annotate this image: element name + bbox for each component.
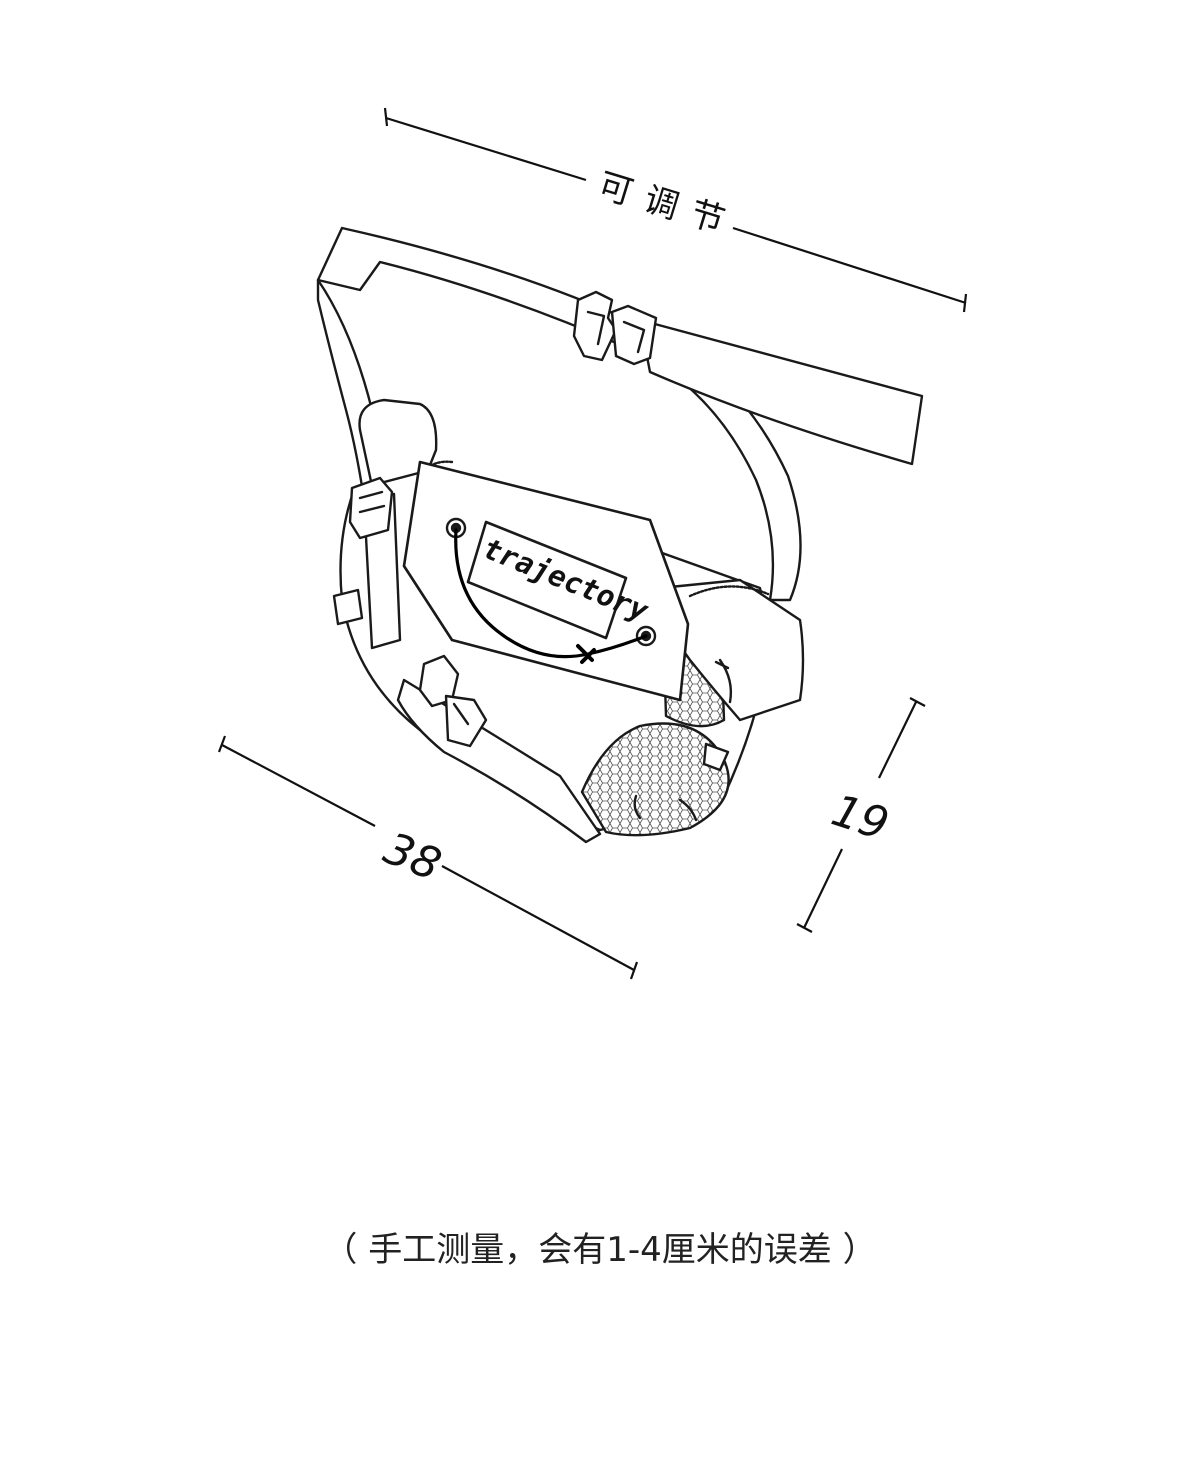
strap-tail <box>638 318 924 466</box>
cord-toggle <box>576 644 596 664</box>
strap-dimension-line <box>383 107 968 313</box>
tag-patch <box>466 520 628 640</box>
bag-dimension-diagram: 可调节 38 19 <box>217 107 968 980</box>
zipper-line <box>688 585 770 598</box>
height-19-label: 19 <box>826 785 895 851</box>
strap-buckle <box>572 290 658 366</box>
strap-adjustable-label: 可调节 <box>593 165 742 245</box>
waist-buckle <box>418 654 488 748</box>
width-dimension-line <box>217 735 639 980</box>
messenger-bag-drawing <box>316 226 924 844</box>
width-38-label: 38 <box>377 823 448 891</box>
measurement-note: （ 手工测量，会有1-4厘米的误差 ） <box>323 1230 877 1270</box>
height-dimension-line <box>796 697 926 933</box>
left-buckle <box>348 476 394 540</box>
back-panel <box>358 398 438 488</box>
drawcord <box>454 528 648 659</box>
